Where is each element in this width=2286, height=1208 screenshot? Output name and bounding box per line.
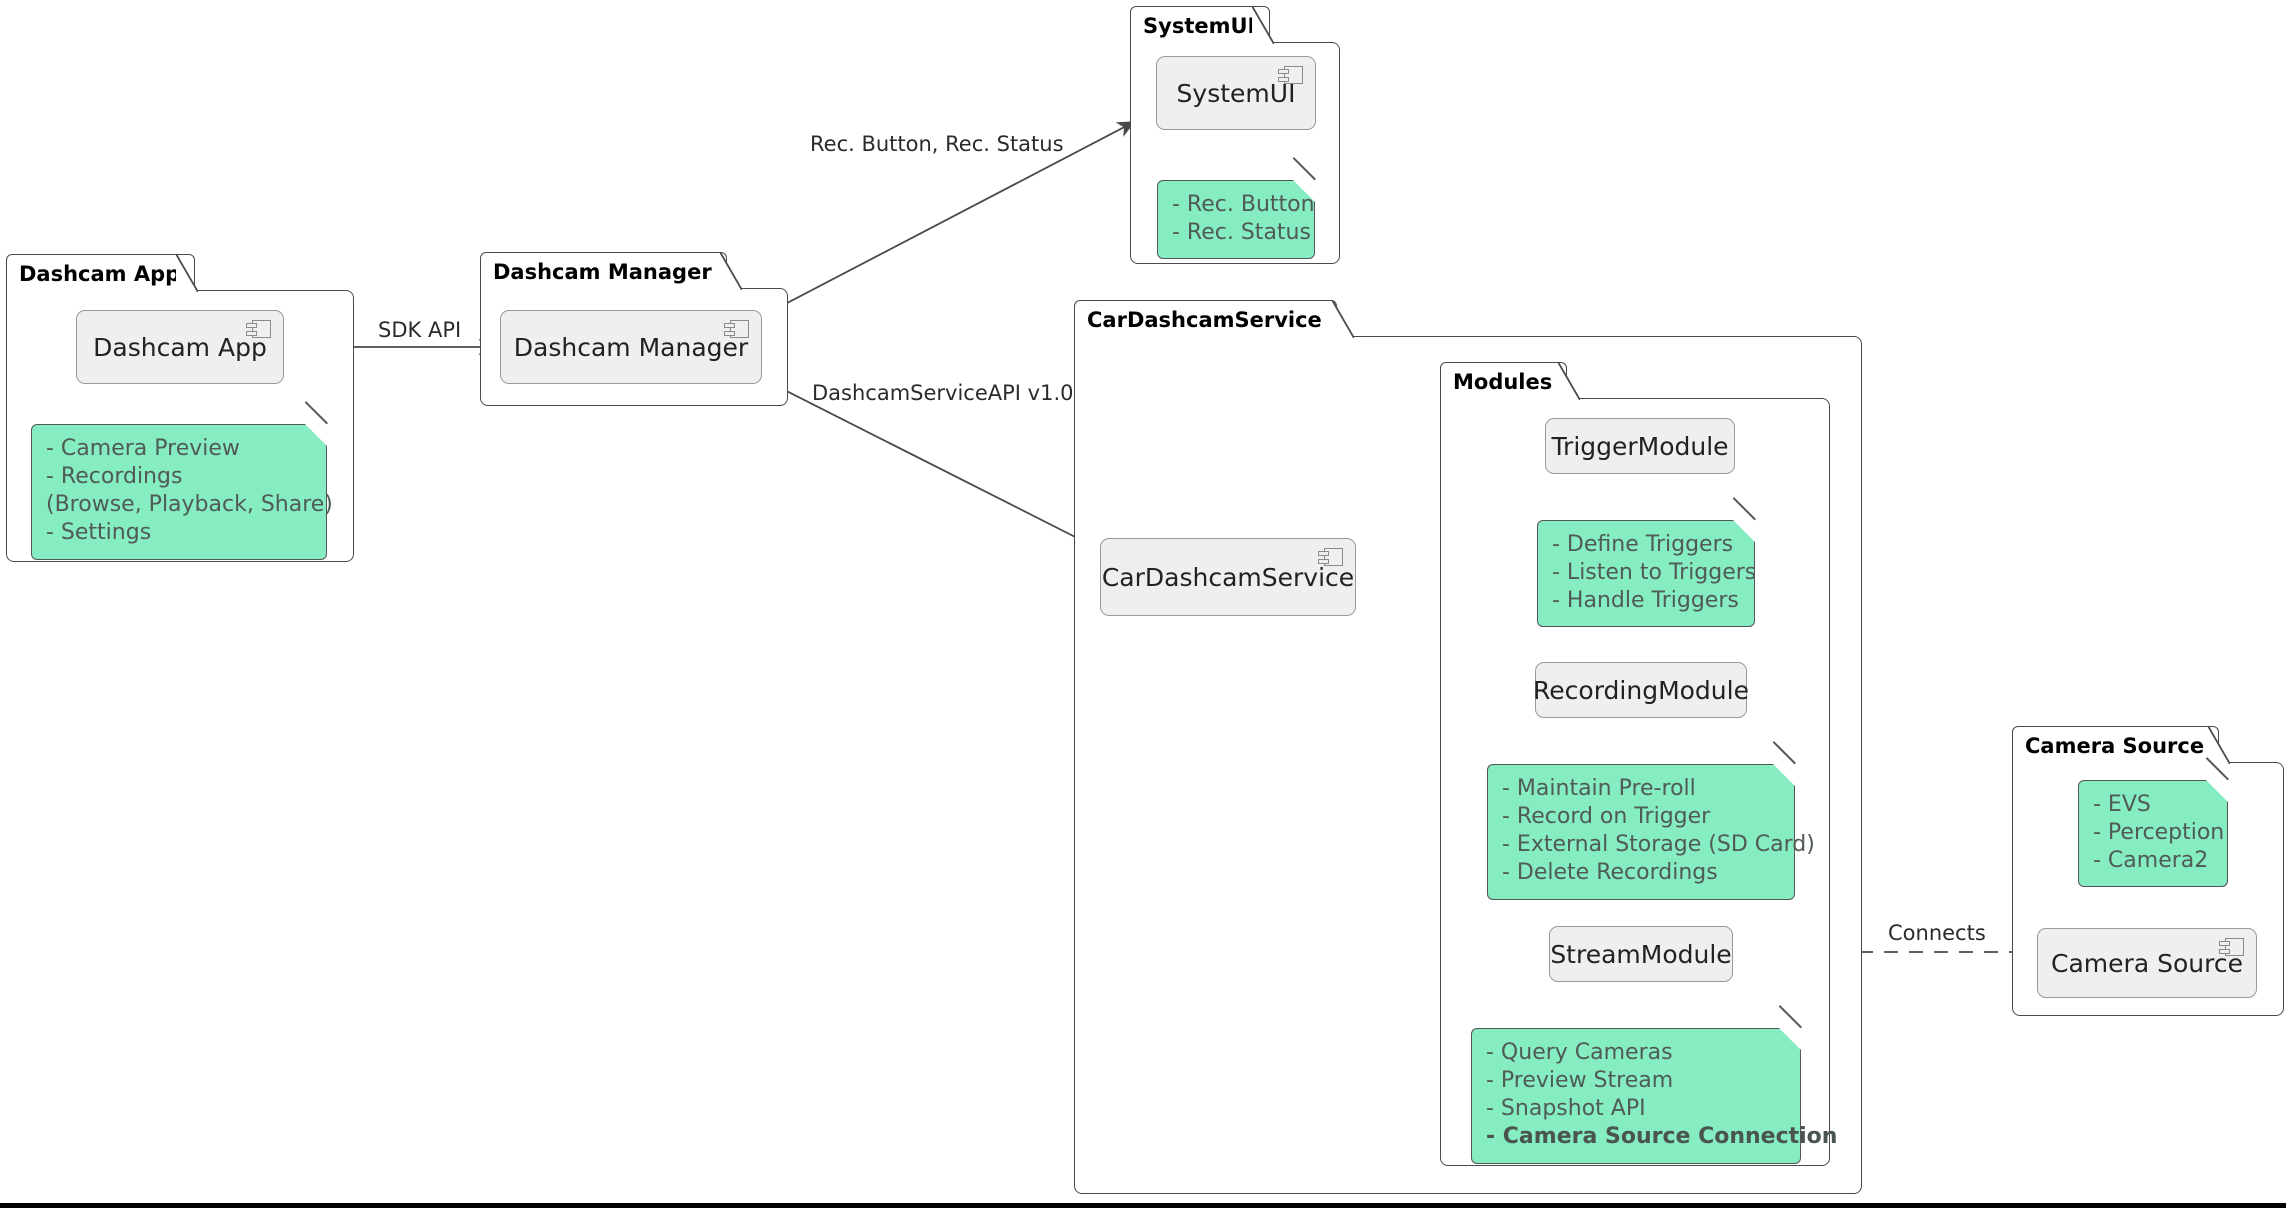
component-stream-module[interactable]: StreamModule [1549, 926, 1733, 982]
note-line: - Record on Trigger [1502, 804, 1711, 830]
note-fold-icon [1733, 520, 1755, 542]
note-fold-icon [1773, 764, 1795, 786]
component-icon [246, 320, 272, 339]
package-tab-corner-dashcam-app [176, 254, 198, 292]
component-label-car-dashcam-service: CarDashcamService [1101, 562, 1355, 592]
component-icon [724, 320, 750, 339]
note-line: - Settings [46, 520, 152, 546]
component-system-ui[interactable]: SystemUI [1156, 56, 1316, 130]
note-line: - Rec. Status [1172, 220, 1311, 246]
note-line: - Rec. Button [1172, 192, 1315, 217]
package-title-car-dashcam-service: CarDashcamService [1087, 307, 1322, 332]
note-line: - Snapshot API [1486, 1096, 1646, 1122]
component-label-recording-module: RecordingModule [1533, 675, 1749, 705]
component-label-stream-module: StreamModule [1550, 939, 1732, 969]
note-line: - EVS [2093, 792, 2151, 817]
component-trigger-module[interactable]: TriggerModule [1545, 418, 1735, 474]
package-title-dashcam-app: Dashcam App [19, 261, 181, 286]
note-line: - External Storage (SD Card) [1502, 832, 1815, 858]
package-tab-car-dashcam-service: CarDashcamService [1074, 300, 1337, 338]
edge-label-sdk-api: SDK API [378, 318, 462, 342]
package-tab-corner-camera-source [2208, 726, 2230, 764]
component-recording-module[interactable]: RecordingModule [1533, 662, 1749, 718]
component-dashcam-manager[interactable]: Dashcam Manager [500, 310, 762, 384]
component-label-camera-source: Camera Source [2051, 948, 2243, 978]
note-trigger-module: - Define Triggers - Listen to Triggers -… [1537, 497, 1757, 628]
package-tab-corner-modules [1558, 362, 1580, 400]
note-line: - Listen to Triggers [1552, 560, 1757, 586]
note-line: - Query Cameras [1486, 1040, 1673, 1065]
package-tab-dashcam-app: Dashcam App [6, 254, 196, 292]
note-fold-icon [1779, 1028, 1801, 1050]
note-recording-module: - Maintain Pre-roll - Record on Trigger … [1487, 741, 1815, 900]
note-fold-icon [1293, 180, 1315, 202]
edge-label-dashcam-service-api: DashcamServiceAPI v1.0 [812, 381, 1074, 405]
note-system-ui: - Rec. Button - Rec. Status [1157, 157, 1316, 260]
note-line: - Perception [2093, 820, 2225, 846]
note-line: - Preview Stream [1486, 1068, 1674, 1094]
component-icon [1318, 548, 1344, 567]
package-tab-corner-system-ui [1252, 6, 1274, 44]
note-line: (Browse, Playback, Share) [46, 492, 333, 518]
package-tab-system-ui: SystemUI [1130, 6, 1271, 44]
note-fold-icon [2206, 780, 2228, 802]
note-camera-source: - EVS - Perception - Camera2 [2078, 757, 2229, 888]
package-title-dashcam-manager: Dashcam Manager [493, 259, 712, 284]
component-label-trigger-module: TriggerModule [1551, 431, 1729, 461]
component-car-dashcam-service[interactable]: CarDashcamService [1100, 538, 1356, 616]
package-title-camera-source: Camera Source [2025, 733, 2205, 758]
note-line: - Camera Source Connection [1486, 1124, 1838, 1150]
package-tab-corner-dashcam-manager [720, 252, 742, 290]
package-tab-dashcam-manager: Dashcam Manager [480, 252, 727, 290]
note-line: - Camera2 [2093, 848, 2209, 874]
note-stream-module: - Query Cameras - Preview Stream - Snaps… [1471, 1005, 1838, 1164]
package-title-system-ui: SystemUI [1143, 13, 1256, 38]
component-camera-source[interactable]: Camera Source [2037, 928, 2257, 998]
edge-label-rec-button-status: Rec. Button, Rec. Status [810, 132, 1064, 156]
note-line: - Camera Preview [46, 436, 240, 461]
note-line: - Define Triggers [1552, 532, 1734, 557]
note-line: - Handle Triggers [1552, 588, 1739, 614]
package-tab-corner-car-dashcam-service [1332, 300, 1354, 338]
edge-label-connects: Connects [1888, 921, 1986, 945]
component-icon [2219, 938, 2245, 957]
component-label-dashcam-app: Dashcam App [93, 332, 267, 362]
note-fold-icon [305, 424, 327, 446]
component-label-dashcam-manager: Dashcam Manager [513, 332, 749, 362]
note-line: - Recordings [46, 464, 183, 490]
component-icon [1278, 66, 1304, 85]
note-line: - Delete Recordings [1502, 860, 1718, 886]
package-title-modules: Modules [1453, 369, 1553, 394]
package-tab-modules: Modules [1440, 362, 1568, 400]
package-tab-camera-source: Camera Source [2012, 726, 2220, 764]
note-line: - Maintain Pre-roll [1502, 776, 1696, 801]
note-dashcam-app: - Camera Preview - Recordings (Browse, P… [31, 401, 333, 560]
bottom-edge-bar [0, 1203, 2286, 1208]
component-dashcam-app[interactable]: Dashcam App [76, 310, 284, 384]
